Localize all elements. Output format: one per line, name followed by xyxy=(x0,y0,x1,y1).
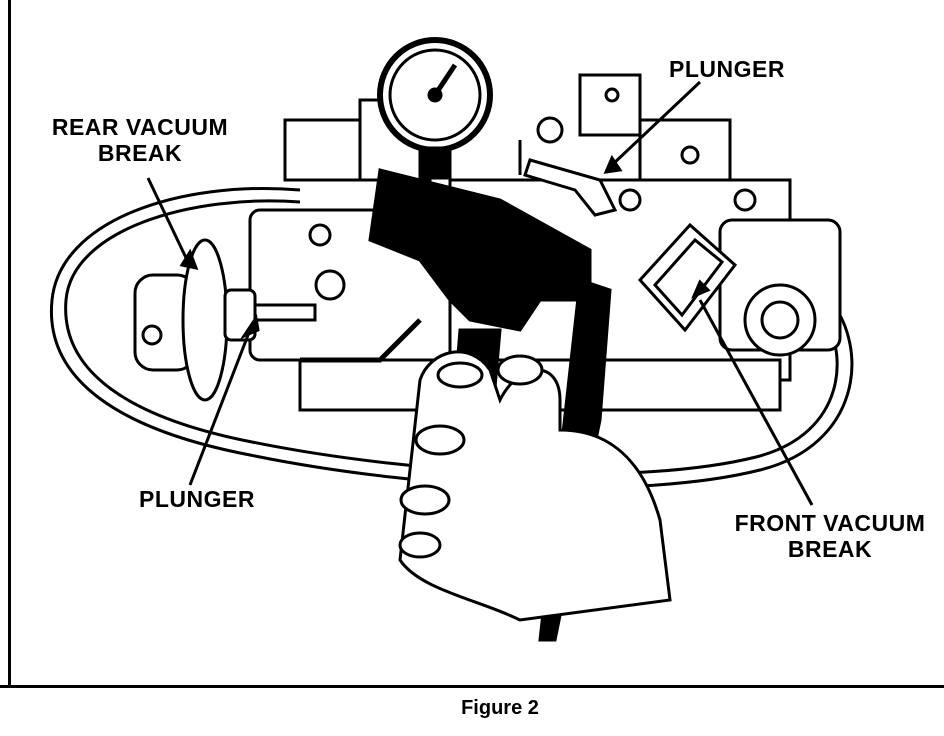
vacuum-hose xyxy=(49,186,854,490)
leader-lines xyxy=(146,80,814,506)
front-vacuum-break-label-line2: BREAK xyxy=(787,536,873,562)
rear-vacuum-break xyxy=(133,238,317,402)
rear-vacuum-break-label-line2: BREAK xyxy=(97,140,183,166)
rear-vacuum-break-label-line1: REAR VACUUM xyxy=(51,114,229,140)
plunger-top-label: PLUNGER xyxy=(669,56,785,82)
front-vacuum-break-label: FRONT VACUUM BREAK xyxy=(720,510,940,562)
frame-bottom-border xyxy=(0,685,944,688)
frame-left-border xyxy=(8,0,11,686)
plunger-bottom-label: PLUNGER xyxy=(139,486,255,512)
front-vacuum-break-label-line1: FRONT VACUUM xyxy=(734,510,926,536)
rear-vacuum-break-label: REAR VACUUM BREAK xyxy=(40,114,240,166)
figure-caption: Figure 2 xyxy=(461,697,539,719)
top-plunger-linkage xyxy=(518,116,618,217)
hand xyxy=(398,350,672,622)
front-vacuum-break xyxy=(637,222,738,333)
